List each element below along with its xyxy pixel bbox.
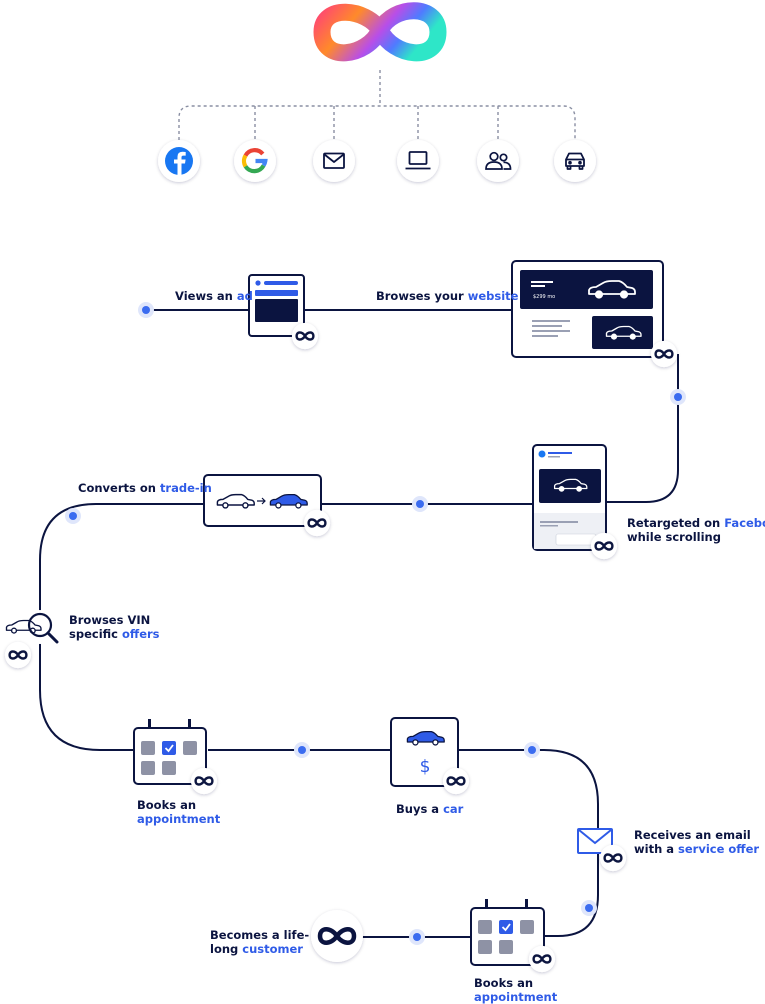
journey-dot	[138, 302, 154, 318]
laptop-icon	[405, 151, 431, 170]
journey-dot	[65, 508, 81, 524]
label-book-2: Books an appointment	[474, 976, 558, 1004]
channel-car	[554, 140, 596, 182]
price-text: $299 mo	[533, 294, 555, 300]
channel-email	[313, 140, 355, 182]
users-icon	[485, 151, 512, 170]
vin-search-card	[4, 610, 59, 669]
calendar-card-1	[133, 719, 218, 795]
channel-connector	[178, 70, 576, 140]
label-browses-website: Browses your website	[376, 289, 519, 303]
label-email-offer: Receives an email with a service offer	[634, 828, 760, 856]
svg-text:$: $	[420, 757, 431, 777]
brand-logo	[313, 2, 447, 62]
journey-dot	[294, 742, 310, 758]
car-icon	[565, 152, 585, 170]
trade-in-card	[203, 474, 331, 537]
mail-icon	[323, 152, 345, 169]
channel-facebook	[158, 140, 200, 182]
label-trade-in: Converts on trade-in	[78, 481, 212, 495]
journey-dot	[409, 929, 425, 945]
label-lifelong: Becomes a life- long customer	[210, 928, 310, 956]
channel-web	[397, 140, 439, 182]
lifelong-customer-icon	[311, 910, 363, 962]
journey-dot	[581, 900, 597, 916]
label-vin: Browses VIN specific offers	[69, 613, 160, 641]
label-book-1: Books an appointment	[137, 798, 221, 826]
journey-dots	[65, 302, 686, 945]
journey-dot	[412, 496, 428, 512]
journey-dot	[670, 389, 686, 405]
channel-google	[234, 140, 276, 182]
label-buys-car: Buys a car	[396, 802, 464, 816]
ad-card	[248, 274, 319, 350]
label-views-ad: Views an ad	[175, 289, 253, 303]
facebook-phone-card	[532, 444, 618, 560]
website-card: $299 mo	[511, 260, 678, 368]
email-offer-card	[577, 828, 627, 872]
calendar-card-2	[470, 899, 556, 973]
label-retargeted: Retargeted on Facebook while scrolling	[627, 516, 765, 544]
channel-people	[477, 140, 519, 182]
journey-dot	[524, 742, 540, 758]
buy-car-card: $	[390, 717, 470, 795]
google-icon	[241, 148, 268, 174]
